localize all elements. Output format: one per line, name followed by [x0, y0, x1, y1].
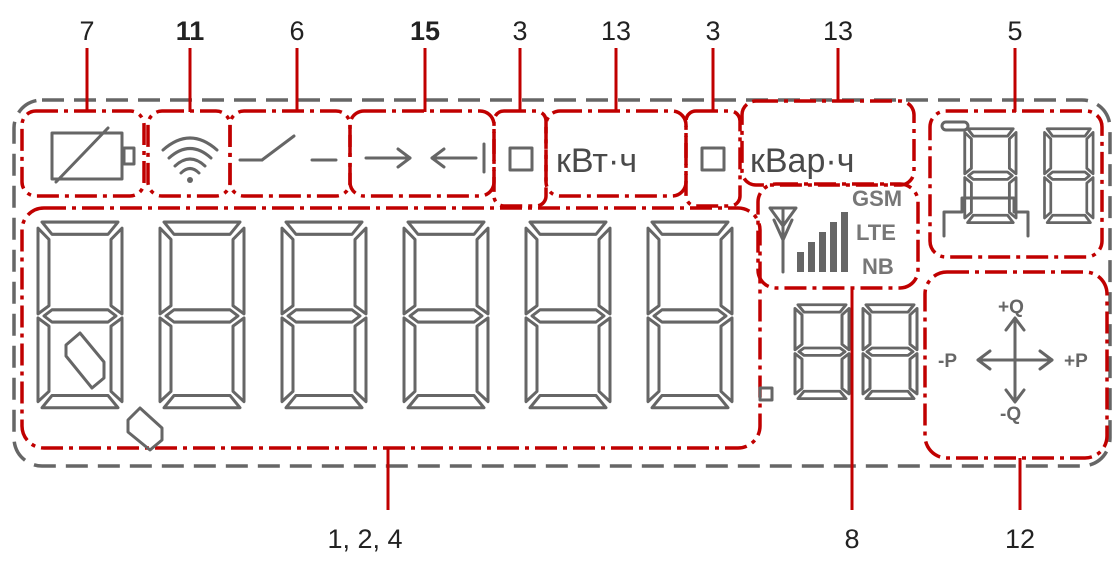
direction-arrows-icon — [364, 142, 486, 174]
kvarh-marker-box — [684, 109, 742, 208]
kwh-marker-square — [508, 146, 534, 172]
main-indicator-segment-upper — [64, 331, 106, 390]
wifi-box — [146, 109, 232, 198]
antenna-icon — [768, 206, 798, 274]
kwh-unit-label: кВт·ч — [556, 142, 637, 180]
small-digits-group — [940, 120, 1095, 238]
minus-p-label: -P — [938, 351, 957, 372]
signal-bars-icon — [797, 212, 848, 272]
callout-kwh-marker: 3 — [512, 16, 527, 46]
callout-small-digits: 5 — [1007, 16, 1022, 46]
main-indicator-segment-lower — [126, 406, 164, 452]
nb-label: NB — [862, 254, 894, 279]
quadrant-arrows-icon — [976, 316, 1054, 404]
main-digit-3 — [280, 220, 368, 410]
main-digit-6 — [646, 220, 734, 410]
gsm-label: GSM — [852, 186, 902, 211]
lte-label: LTE — [856, 220, 896, 245]
wifi-icon — [161, 136, 219, 183]
relay-switch-icon — [238, 134, 338, 162]
battery-icon — [50, 126, 136, 184]
callout-kvarh-marker: 3 — [705, 16, 720, 46]
callout-wifi: 11 — [176, 16, 205, 46]
decimal-point-square — [758, 386, 774, 402]
callout-quadrant: 12 — [1005, 524, 1035, 554]
callout-main-digits: 1, 2, 4 — [327, 524, 402, 554]
callout-direction: 15 — [410, 16, 440, 46]
network-box — [756, 182, 920, 290]
callout-battery: 7 — [79, 16, 94, 46]
minus-q-label: -Q — [1000, 404, 1021, 425]
main-digit-5 — [524, 220, 612, 410]
plus-p-label: +P — [1064, 351, 1088, 372]
callout-relay: 6 — [289, 16, 304, 46]
display-frame — [12, 98, 1112, 468]
relay-box — [228, 109, 352, 198]
kwh-marker-box — [492, 109, 548, 208]
sub-digit-1 — [793, 303, 851, 401]
direction-box — [348, 109, 496, 198]
battery-box — [20, 109, 146, 198]
kvarh-unit-label: кВар·ч — [750, 142, 854, 180]
main-digit-1 — [36, 220, 124, 410]
main-digits-box — [20, 206, 762, 450]
main-digit-4 — [402, 220, 490, 410]
quadrant-box — [923, 270, 1109, 460]
main-digit-2 — [158, 220, 246, 410]
callout-kvarh-unit: 13 — [823, 16, 853, 46]
sub-digit-2 — [861, 303, 919, 401]
callout-kwh-unit: 13 — [601, 16, 631, 46]
kvarh-marker-square — [700, 146, 726, 172]
callout-network: 8 — [844, 524, 859, 554]
plus-q-label: +Q — [998, 297, 1024, 318]
